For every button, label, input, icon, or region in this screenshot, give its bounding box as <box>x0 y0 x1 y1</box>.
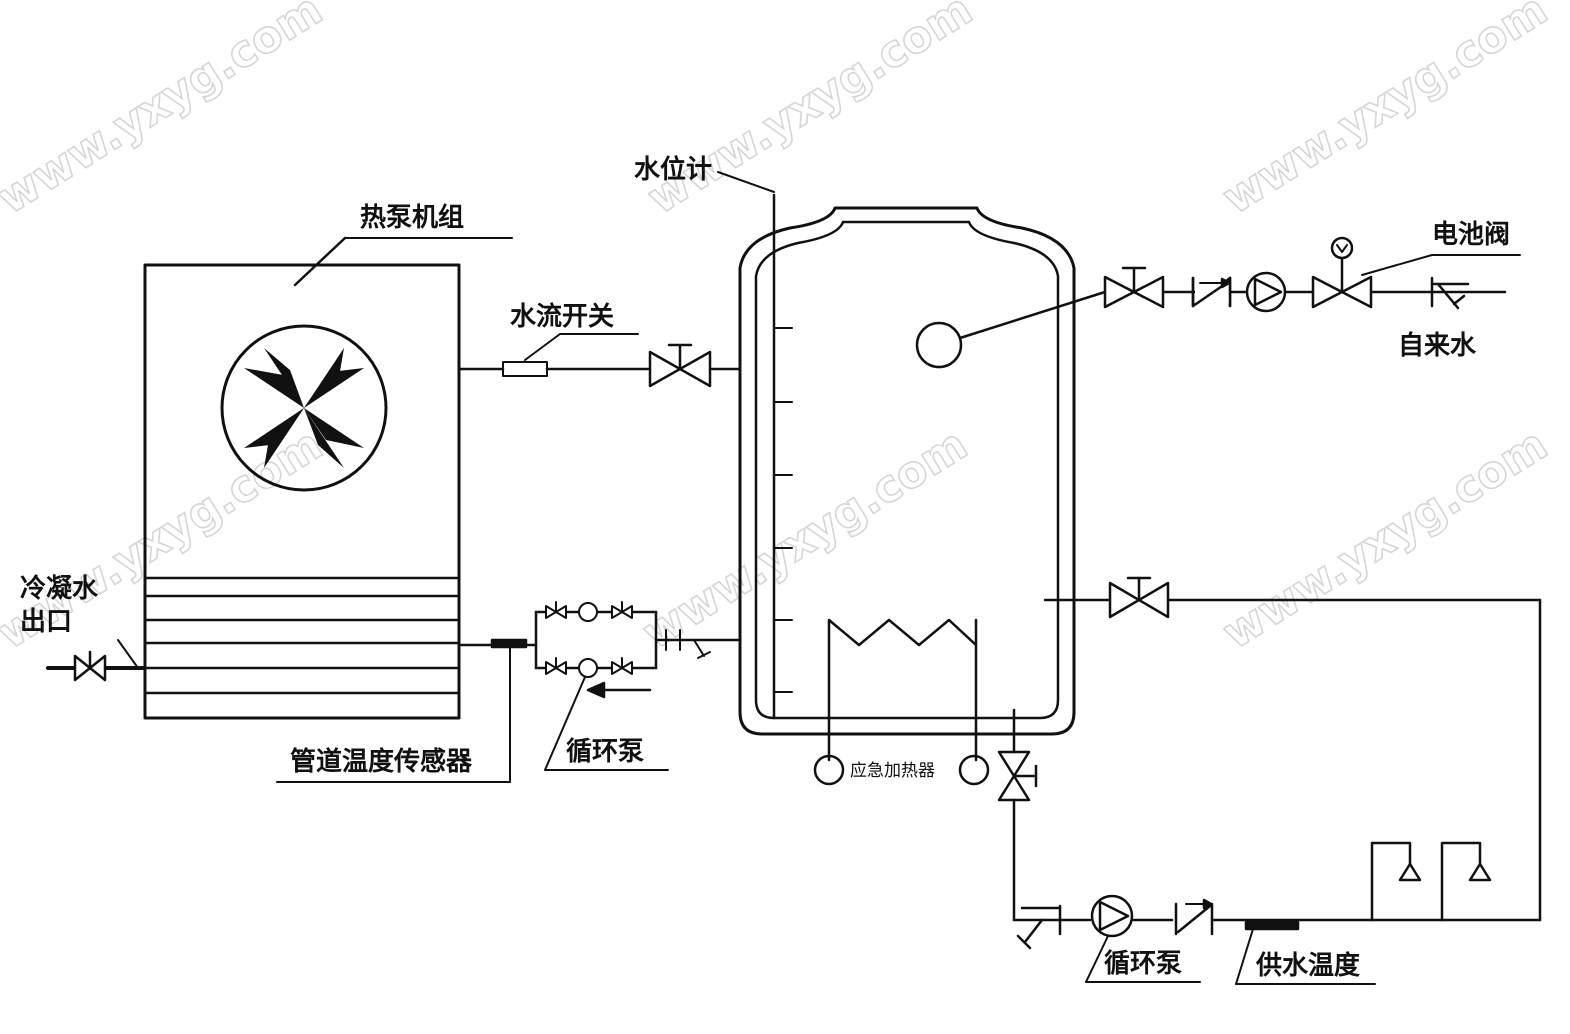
check-valve-icon <box>1191 276 1232 308</box>
return-loop-line <box>1043 576 1542 922</box>
label-solenoid-valve: 电池阀 <box>1432 220 1510 250</box>
flow-direction-arrowhead <box>586 681 606 699</box>
solenoid-valve-leader <box>1361 254 1433 276</box>
fan-icon <box>220 324 388 492</box>
label-pipe-temperature-sensor: 管道温度传感器 <box>290 746 473 777</box>
pump-icon <box>1245 271 1287 313</box>
circulation-manifold <box>457 601 742 678</box>
check-valve-icon <box>1174 898 1214 936</box>
label-water-flow-switch: 水流开关 <box>510 302 614 332</box>
circulation-pump-bottom-leader <box>1085 935 1109 983</box>
label-condensate-outlet-1: 冷凝水 <box>20 573 99 604</box>
watermark-3: www.yxyg.com <box>1214 0 1556 224</box>
watermark-6: www.yxyg.com <box>1214 419 1556 659</box>
watermarks: www.yxyg.com www.yxyg.com www.yxyg.com w… <box>0 0 1557 660</box>
water-flow-switch <box>502 361 548 377</box>
label-circulation-pump-bottom: 循环泵 <box>1104 949 1182 979</box>
pipe-temperature-sensor <box>490 638 528 649</box>
gate-valve-icon <box>1108 576 1170 619</box>
y-strainer-icon <box>1016 904 1062 950</box>
supply-temp-leader <box>1235 928 1254 985</box>
label-condensate-outlet-2: 出口 <box>20 607 72 637</box>
label-supply-water-temperature: 供水温度 <box>1255 950 1360 981</box>
shower-outlet-1 <box>1370 841 1422 922</box>
label-emergency-heater: 应急加热器 <box>850 761 935 781</box>
supply-line <box>997 708 1542 950</box>
heat-pump-leader <box>293 236 347 287</box>
label-tap-water: 自来水 <box>1398 330 1477 361</box>
flow-switch-leader <box>524 333 561 361</box>
flow-switch-line <box>457 361 742 377</box>
gate-valve-icon <box>648 343 712 388</box>
condensate-leader <box>117 639 139 669</box>
float-ball <box>915 290 1107 369</box>
y-strainer-icon <box>693 639 711 659</box>
circulation-pump-left-leader <box>544 676 586 771</box>
check-valve-icon <box>665 629 681 651</box>
gate-valve-icon <box>1103 266 1165 309</box>
condensate-outlet <box>46 650 147 682</box>
emergency-heater <box>813 618 990 786</box>
solenoid-valve-icon <box>1311 236 1373 309</box>
label-heat-pump-unit: 热泵机组 <box>360 202 464 233</box>
watermark-5: www.yxyg.com <box>634 419 976 659</box>
watermark-2: www.yxyg.com <box>639 0 981 224</box>
supply-temperature-sensor <box>1244 920 1300 931</box>
pump-icon <box>1090 894 1134 938</box>
water-level-gauge-leader <box>717 171 775 193</box>
water-level-gauge <box>772 193 793 720</box>
drain-valve-icon <box>997 750 1038 802</box>
tap-water-inlet-line <box>1103 236 1507 313</box>
heat-pump-unit <box>143 263 461 720</box>
shower-outlet-2 <box>1440 841 1492 922</box>
y-strainer-icon <box>1430 276 1470 310</box>
label-circulation-pump-left: 循环泵 <box>566 737 644 767</box>
label-water-level-gauge: 水位计 <box>634 154 712 185</box>
watermark-1: www.yxyg.com <box>0 0 331 224</box>
